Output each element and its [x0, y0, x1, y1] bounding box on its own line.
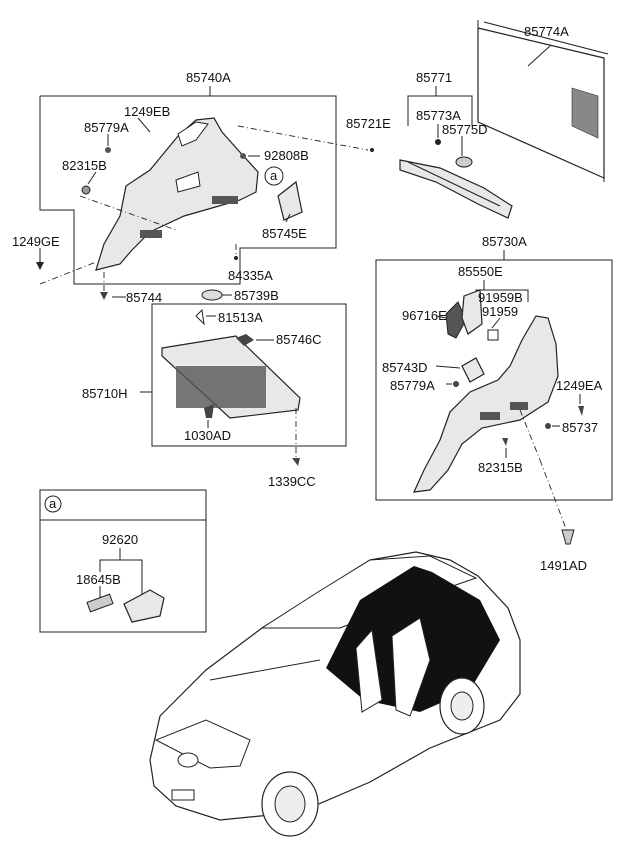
- luggage-board-group: [140, 289, 347, 466]
- label-85550E: 85550E: [458, 264, 503, 279]
- label-82315B-right: 82315B: [478, 460, 523, 475]
- label-81513A: 81513A: [218, 310, 263, 325]
- label-85730A: 85730A: [482, 234, 527, 249]
- label-1249EB: 1249EB: [124, 104, 170, 119]
- cargo-screen-85774A: [477, 20, 609, 182]
- label-84335A: 84335A: [228, 268, 273, 283]
- label-85773A: 85773A: [416, 108, 461, 123]
- lamp-box-a: [39, 489, 207, 633]
- label-18645B: 18645B: [76, 572, 121, 587]
- label-85771: 85771: [416, 70, 452, 85]
- ref-circle-a: [264, 166, 284, 186]
- label-85779A-right: 85779A: [390, 378, 435, 393]
- leaders-left: [36, 117, 374, 300]
- callout-labels: 85774A 85740A 85771 1249EB 85779A 85721E…: [12, 24, 603, 587]
- tailgate-sill-85771: [399, 86, 513, 219]
- vehicle-illustration: [149, 551, 521, 837]
- label-1249EA: 1249EA: [556, 378, 603, 393]
- label-91959: 91959: [482, 304, 518, 319]
- label-85774A: 85774A: [524, 24, 569, 39]
- quarter-trim-lh-group: [39, 86, 337, 285]
- label-91959B: 91959B: [478, 290, 523, 305]
- label-85737: 85737: [562, 420, 598, 435]
- label-85779A-left: 85779A: [84, 120, 129, 135]
- label-85739B: 85739B: [234, 288, 279, 303]
- label-1491AD: 1491AD: [540, 558, 587, 573]
- label-92620: 92620: [102, 532, 138, 547]
- label-circle-a-box: a: [49, 496, 57, 511]
- label-82315B-left: 82315B: [62, 158, 107, 173]
- label-92808B: 92808B: [264, 148, 309, 163]
- label-circle-a-top: a: [270, 168, 278, 183]
- label-85740A: 85740A: [186, 70, 231, 85]
- label-85775D: 85775D: [442, 122, 488, 137]
- label-96716E: 96716E: [402, 308, 447, 323]
- label-85721E: 85721E: [346, 116, 391, 131]
- quarter-trim-rh-group: [375, 250, 613, 545]
- label-85744: 85744: [126, 290, 162, 305]
- label-1249GE: 1249GE: [12, 234, 60, 249]
- label-85746C: 85746C: [276, 332, 322, 347]
- label-1339CC: 1339CC: [268, 474, 316, 489]
- label-85710H: 85710H: [82, 386, 128, 401]
- label-85743D: 85743D: [382, 360, 428, 375]
- label-1030AD: 1030AD: [184, 428, 231, 443]
- label-85745E: 85745E: [262, 226, 307, 241]
